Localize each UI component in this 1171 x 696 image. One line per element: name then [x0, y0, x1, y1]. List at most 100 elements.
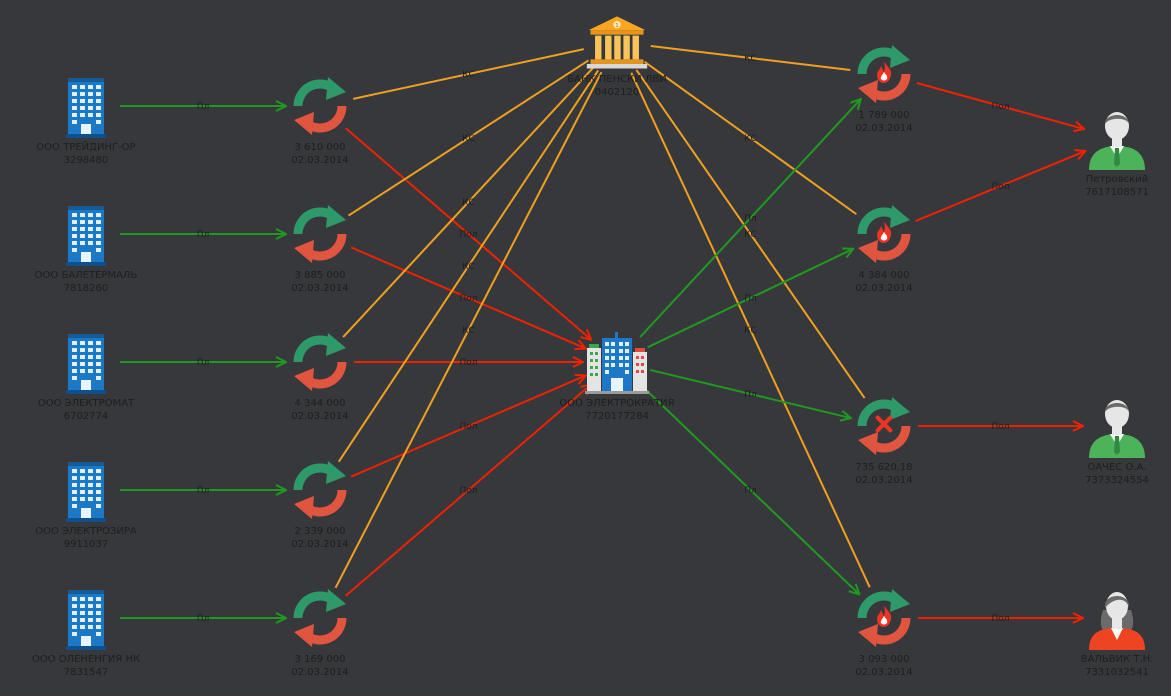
node-label-secondary: 02.03.2014 — [291, 155, 348, 166]
node-label-secondary: 7831547 — [64, 667, 109, 678]
node-label-secondary: 02.03.2014 — [291, 283, 348, 294]
node-label-primary: 3 093 000 — [859, 654, 910, 665]
edge-label: КС — [744, 134, 757, 144]
fire-icon — [877, 61, 892, 83]
edge-t4-bank[interactable] — [337, 69, 600, 463]
office-building-icon — [66, 206, 106, 266]
edge-label: Пл — [197, 230, 210, 240]
node-label-primary: 1 789 000 — [859, 110, 910, 121]
node-label-secondary: 02.03.2014 — [855, 283, 912, 294]
edge-r2-p1[interactable] — [915, 151, 1085, 222]
node-label-primary: БАНК ПЕНСКИ ЛВИ — [567, 74, 666, 85]
edges-layer — [120, 45, 1086, 618]
edge-label: Пол — [459, 422, 477, 432]
office-building-icon — [66, 462, 106, 522]
node-label-secondary: 7617108571 — [1085, 187, 1149, 198]
node-label-primary: ОАЧЕС О.А. — [1087, 462, 1146, 473]
office-building-icon — [66, 78, 106, 138]
edge-label: Пол — [991, 102, 1009, 112]
cycle-icon — [294, 461, 346, 519]
cycle-icon — [294, 333, 346, 391]
node-label-secondary: 02.03.2014 — [855, 123, 912, 134]
node-label-primary: 3 610 000 — [295, 142, 346, 153]
node-label-primary: 4 384 000 — [859, 270, 910, 281]
bank-icon — [586, 16, 648, 69]
edge-label: КС — [462, 70, 475, 80]
edge-label: Пл — [197, 358, 210, 368]
node-c2[interactable]: ООО БАЛЕТЕРМАЛЬ 7818260 — [35, 206, 138, 294]
node-label-primary: ООО ТРЕЙДИНГ-ОР — [36, 140, 135, 153]
edge-label: Пол — [459, 358, 477, 368]
edge-label: Пл — [197, 486, 210, 496]
node-label-primary: ООО БАЛЕТЕРМАЛЬ — [35, 270, 138, 281]
edge-t1-bank[interactable] — [353, 48, 584, 100]
edge-hub-r4[interactable] — [640, 384, 860, 595]
node-p2[interactable]: ОАЧЕС О.А. 7373324554 — [1085, 400, 1149, 486]
node-t2[interactable]: 3 885 000 02.03.2014 — [291, 205, 348, 294]
edge-t5-hub[interactable] — [345, 384, 591, 597]
node-r4[interactable]: 3 093 000 02.03.2014 — [855, 589, 912, 678]
office-building-icon — [66, 334, 106, 394]
node-label-secondary: 7818260 — [64, 283, 109, 294]
node-label-secondary: 3298480 — [64, 155, 109, 166]
node-label-primary: ООО ЭЛЕКТРОКРАТИЯ — [559, 398, 674, 409]
edge-t1-hub[interactable] — [345, 127, 591, 340]
node-label-primary: 4 344 000 — [295, 398, 346, 409]
node-label-secondary: 7373324554 — [1085, 475, 1149, 486]
edge-bank-r1[interactable] — [650, 45, 851, 71]
edge-hub-r3[interactable] — [649, 368, 851, 418]
node-r2[interactable]: 4 384 000 02.03.2014 — [855, 205, 912, 294]
edge-t2-bank[interactable] — [348, 59, 589, 217]
edge-label: Пол — [991, 182, 1009, 192]
cycle-icon — [294, 205, 346, 263]
edge-label: Пол — [459, 230, 477, 240]
node-label-primary: 2 339 000 — [295, 526, 346, 537]
edge-label: Пл — [744, 486, 757, 496]
edge-r1-p1[interactable] — [916, 82, 1084, 129]
edge-t2-hub[interactable] — [350, 246, 586, 348]
edge-t5-bank[interactable] — [334, 71, 603, 589]
cycle-icon — [294, 77, 346, 135]
node-t4[interactable]: 2 339 000 02.03.2014 — [291, 461, 348, 550]
edge-bank-r3[interactable] — [635, 69, 866, 399]
edge-label: Пол — [459, 294, 477, 304]
edge-label: Пл — [197, 102, 210, 112]
edge-label: КС — [744, 326, 757, 336]
node-label-primary: 3 885 000 — [295, 270, 346, 281]
node-label-secondary: 02.03.2014 — [291, 539, 348, 550]
edge-label: КС — [744, 230, 757, 240]
edge-hub-r2[interactable] — [647, 249, 854, 349]
node-label-primary: Петровский — [1086, 174, 1148, 185]
edge-label: КС — [462, 326, 475, 336]
cross-icon — [878, 418, 891, 431]
node-label-primary: 3 169 000 — [295, 654, 346, 665]
edge-bank-r2[interactable] — [644, 61, 857, 215]
node-c4[interactable]: ООО ЭЛЕКТРОЗИРА 9911037 — [35, 462, 137, 550]
node-label-secondary: 7331032541 — [1085, 667, 1149, 678]
node-c5[interactable]: ООО ОЛЕНЕНГИЯ НК 7831547 — [32, 590, 140, 678]
edge-t4-hub[interactable] — [350, 375, 586, 478]
node-p1[interactable]: Петровский 7617108571 — [1085, 112, 1149, 198]
edge-label: Пл — [744, 214, 757, 224]
edge-t3-bank[interactable] — [342, 66, 595, 338]
node-label-primary: ООО ОЛЕНЕНГИЯ НК — [32, 654, 140, 665]
woman-icon — [1089, 592, 1145, 650]
edge-hub-r1[interactable] — [639, 99, 861, 338]
node-t1[interactable]: 3 610 000 02.03.2014 — [291, 77, 348, 166]
cycle-icon — [294, 589, 346, 647]
node-label-secondary: 9911037 — [64, 539, 109, 550]
node-c1[interactable]: ООО ТРЕЙДИНГ-ОР 3298480 — [36, 78, 136, 166]
node-label-secondary: 02.03.2014 — [855, 667, 912, 678]
node-p3[interactable]: ВАЛЬВИК Т.Н.7331032541 — [1081, 592, 1154, 678]
node-label-primary: ООО ЭЛЕКТРОЗИРА — [35, 526, 137, 537]
edge-label: Пл — [744, 294, 757, 304]
edge-bank-r4[interactable] — [630, 72, 871, 588]
node-r1[interactable]: 1 789 000 02.03.2014 — [855, 45, 912, 134]
node-label-primary: ООО ЭЛЕКТРОМАТ — [38, 398, 135, 409]
